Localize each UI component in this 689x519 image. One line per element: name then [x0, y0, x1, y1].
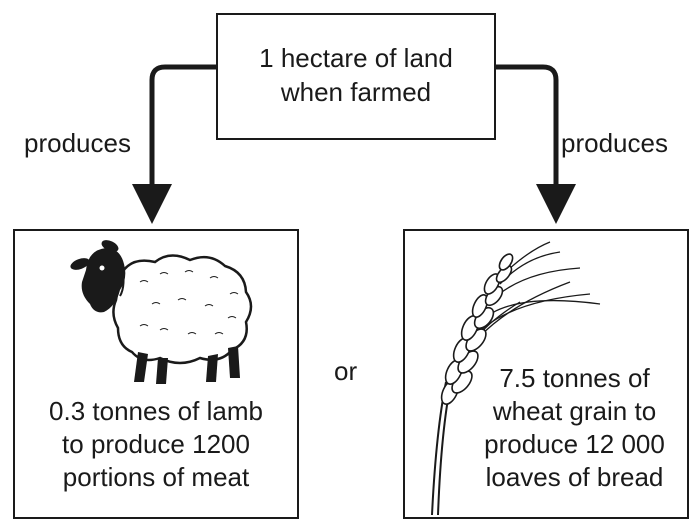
wheat-line3: produce 12 000	[460, 428, 689, 461]
lamb-line3: portions of meat	[13, 461, 299, 494]
or-label: or	[334, 356, 357, 386]
left-produces-label: produces	[24, 128, 131, 158]
left-arrowhead	[132, 184, 172, 224]
wheat-line4: loaves of bread	[460, 461, 689, 494]
left-arrow	[152, 67, 216, 188]
right-produces-label: produces	[561, 128, 668, 158]
lamb-line1: 0.3 tonnes of lamb	[13, 395, 299, 428]
land-box-line2: when farmed	[216, 76, 496, 109]
right-arrowhead	[536, 184, 576, 224]
wheat-line1: 7.5 tonnes of	[460, 362, 689, 395]
wheat-line2: wheat grain to	[460, 395, 689, 428]
right-arrow	[496, 67, 556, 188]
sheep-icon	[60, 234, 260, 394]
lamb-line2: to produce 1200	[13, 428, 299, 461]
land-box-line1: 1 hectare of land	[216, 42, 496, 75]
